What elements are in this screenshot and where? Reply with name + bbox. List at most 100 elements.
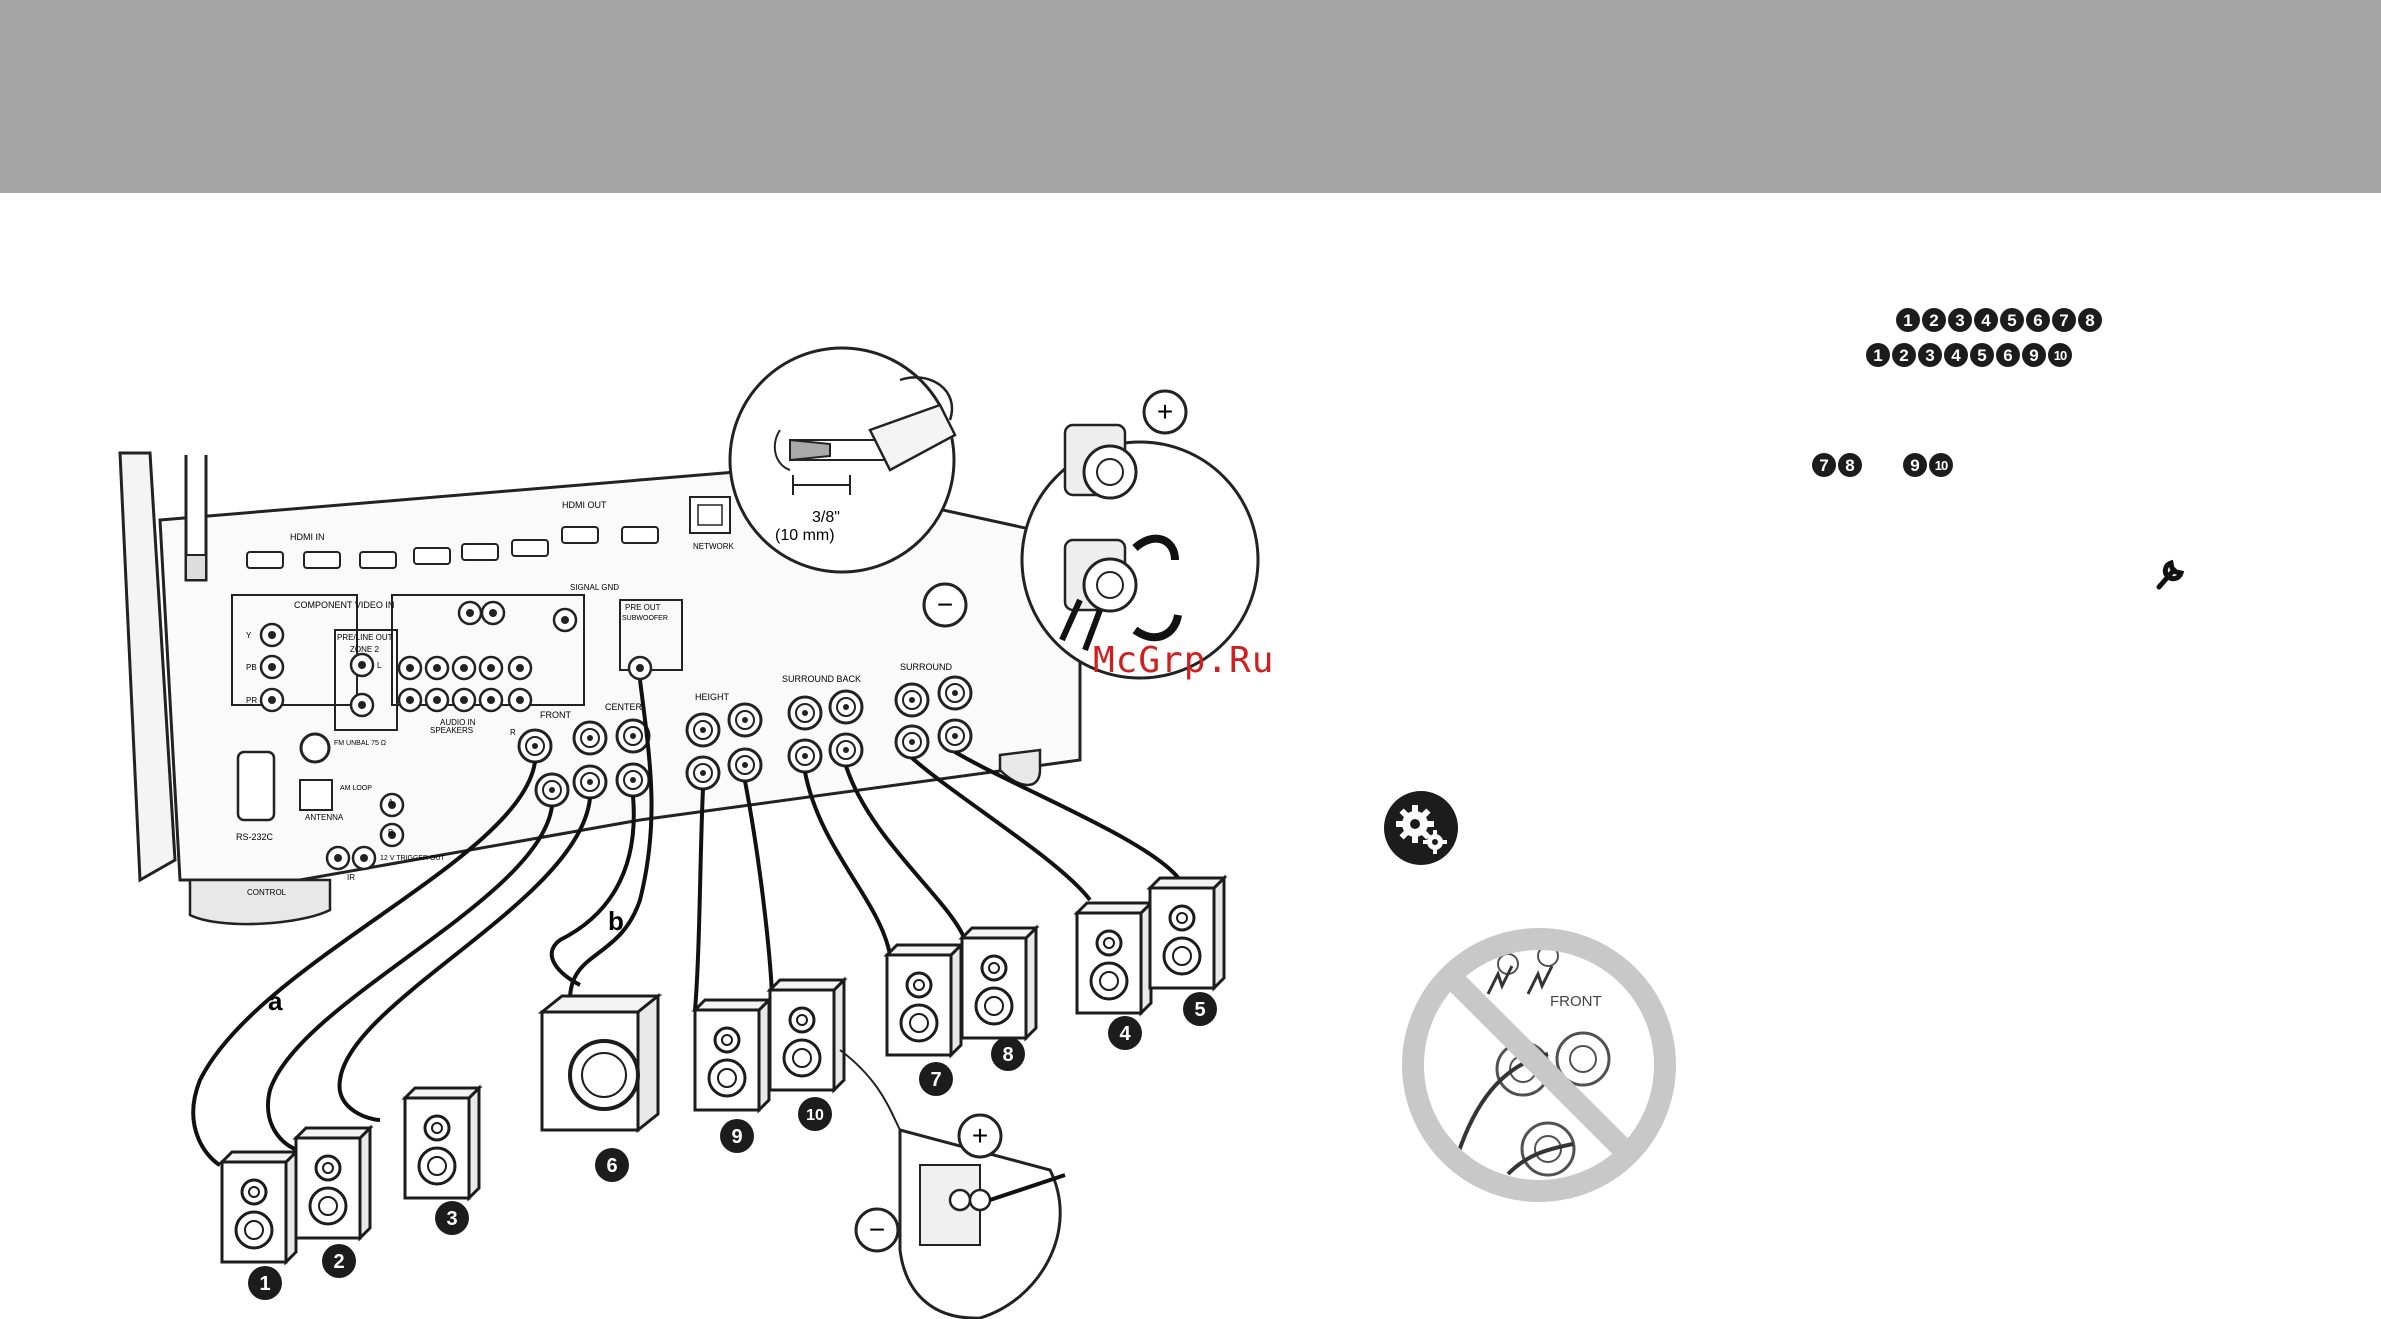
height-label: HEIGHT: [695, 692, 730, 702]
sub-minus-circle: [854, 1207, 900, 1253]
badge-row-b: 1 2 3 4 5 6 9 10: [1866, 343, 2072, 367]
zone-a-label: A: [388, 798, 394, 807]
center-label: CENTER: [605, 702, 643, 712]
speaker-7: [885, 943, 963, 1057]
component-pr-label: PR: [246, 696, 257, 705]
speaker-connection-diagram: HDMI IN HDMI OUT NETWORK COMPONENT VIDEO…: [118, 346, 1260, 1319]
badge-a8: 8: [2078, 308, 2102, 332]
zone-b-label: B: [388, 828, 393, 837]
plus-sign: +: [1157, 396, 1173, 427]
surround-label: SURROUND: [900, 662, 953, 672]
speaker-5: [1148, 876, 1226, 990]
speaker-1: [220, 1150, 298, 1264]
gear-settings-icon: [1384, 791, 1458, 865]
badge-speaker-10: [798, 1097, 832, 1131]
rs232c-label: RS-232C: [236, 832, 274, 842]
signal-gnd-label: SIGNAL GND: [570, 583, 619, 592]
subwoofer-label: SUBWOOFER: [622, 615, 668, 622]
cable-label-a: a: [268, 986, 283, 1016]
front-label: FRONT: [540, 710, 571, 720]
badge-row-c: 7 8: [1812, 453, 1862, 477]
badge-b9: 9: [2022, 343, 2046, 367]
speaker-2: [294, 1126, 372, 1240]
subwoofer-connection-inset: + −: [839, 1049, 1066, 1319]
badge-7-text: 7: [930, 1069, 941, 1091]
badge-b2: 2: [1892, 343, 1916, 367]
badge-8-text: 8: [1002, 1044, 1013, 1066]
control-label: CONTROL: [247, 888, 287, 897]
badge-speaker-9: [720, 1119, 754, 1153]
pre-out-label: PRE OUT: [625, 603, 661, 612]
badge-speaker-2: [322, 1244, 356, 1278]
speaker-8: [960, 926, 1038, 1040]
badge-d9: 9: [1903, 453, 1927, 477]
badge-a3: 3: [1948, 308, 1972, 332]
badge-c8: 8: [1838, 453, 1862, 477]
badge-10-text: 10: [806, 1107, 824, 1124]
badge-4-text: 4: [1119, 1023, 1131, 1045]
badge-speaker-8: [991, 1037, 1025, 1071]
badge-1-text: 1: [259, 1273, 270, 1295]
badge-5-text: 5: [1194, 999, 1205, 1021]
badge-6-text: 6: [606, 1155, 617, 1177]
speaker-3: [403, 1086, 481, 1200]
am-label: AM LOOP: [340, 785, 372, 792]
badge-a6: 6: [2026, 308, 2050, 332]
badge-3-text: 3: [446, 1208, 457, 1230]
hdmi-out-label: HDMI OUT: [562, 500, 607, 510]
badge-speaker-1: [248, 1266, 282, 1300]
binding-post-inset: + −: [922, 389, 1260, 680]
strip-length-inch: 3/8": [812, 509, 840, 526]
minus-sign-circle: [922, 582, 968, 628]
strip-length-mm: (10 mm): [775, 527, 835, 544]
badge-b6: 6: [1996, 343, 2020, 367]
speaker-cables: [191, 679, 1182, 1167]
prohibited-icon: FRONT R: [1402, 928, 1676, 1202]
fm-label: FM UNBAL 75 Ω: [334, 740, 386, 747]
badge-speaker-4: [1108, 1016, 1142, 1050]
badge-a7: 7: [2052, 308, 2076, 332]
speakers-group: [220, 876, 1226, 1264]
wrench-icon: [2156, 559, 2185, 590]
badge-row-d: 9 10: [1903, 453, 1953, 477]
badge-b10: 10: [2048, 343, 2072, 367]
zone2-label: ZONE 2: [350, 645, 379, 654]
component-label: COMPONENT VIDEO IN: [294, 600, 394, 610]
audio-in-label: AUDIO IN: [440, 718, 476, 727]
component-y-label: Y: [246, 631, 252, 640]
sub-plus-sign: +: [972, 1120, 988, 1151]
speaker-10: [768, 978, 846, 1092]
badge-d10: 10: [1929, 453, 1953, 477]
badge-speaker-5: [1183, 992, 1217, 1026]
badge-a5: 5: [2000, 308, 2024, 332]
badge-b5: 5: [1970, 343, 1994, 367]
watermark: McGrp.Ru: [1093, 640, 1275, 681]
subwoofer-6: [537, 992, 663, 1134]
speaker-number-badges: 1 2 3 4 5 6 7 8 9 10: [248, 992, 1217, 1300]
badge-a4: 4: [1974, 308, 1998, 332]
badge-speaker-7: [919, 1062, 953, 1096]
badge-a1: 1: [1896, 308, 1920, 332]
badge-b4: 4: [1944, 343, 1968, 367]
badge-2-text: 2: [333, 1251, 344, 1273]
badge-speaker-3: [435, 1201, 469, 1235]
preline-l-label: L: [377, 661, 382, 670]
surround-back-label: SURROUND BACK: [782, 674, 861, 684]
wire-strip-inset: 3/8" (10 mm): [728, 346, 957, 574]
trigger-label: 12 V TRIGGER OUT: [380, 855, 446, 862]
header-band: [0, 0, 2381, 193]
component-pb-label: PB: [246, 663, 257, 672]
ir-label: IR: [347, 873, 355, 882]
badge-9-text: 9: [731, 1126, 742, 1148]
badge-b1: 1: [1866, 343, 1890, 367]
antenna-label: ANTENNA: [305, 813, 344, 822]
speaker-9: [693, 998, 771, 1112]
badge-c7: 7: [1812, 453, 1836, 477]
sub-plus-circle: [957, 1113, 1003, 1159]
minus-sign: −: [937, 589, 953, 620]
speaker-r-label: R: [510, 728, 516, 737]
cable-label-b: b: [608, 906, 624, 936]
badge-a2: 2: [1922, 308, 1946, 332]
badge-b3: 3: [1918, 343, 1942, 367]
sub-minus-sign: −: [869, 1214, 885, 1245]
